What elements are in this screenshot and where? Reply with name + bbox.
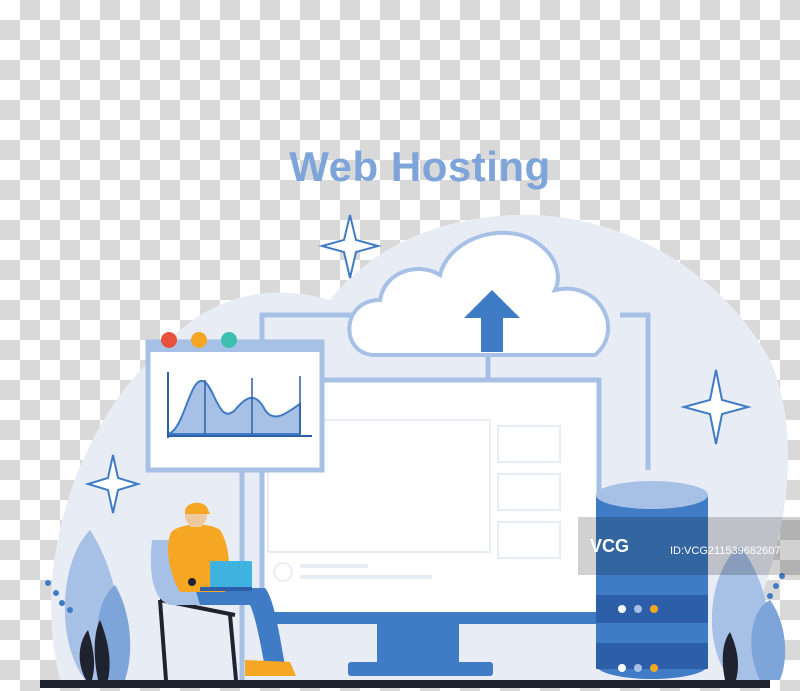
page-title: Web Hosting [289,143,551,190]
sparkle-icon [318,214,382,279]
window-dot-orange [191,332,207,348]
cloud-connector-left [259,312,362,345]
watermark-logo: VCG [590,536,630,556]
laptop-icon [210,561,252,589]
window-dot-red [161,332,177,348]
watermark-id: ID:VCG211539682607 [670,545,781,557]
sparkle-icon [680,369,752,445]
window-dot-teal [221,332,237,348]
ground-line [40,680,770,688]
sparkle-icon [84,454,142,514]
watermark-band [578,517,800,575]
plant-right [711,545,786,680]
cloud-upload-icon [347,230,610,357]
person-with-laptop [150,502,296,681]
cloud-connector-right [620,312,651,470]
chart-window-icon [145,332,325,680]
database-server-icon [596,481,708,679]
plant-left [45,530,131,680]
